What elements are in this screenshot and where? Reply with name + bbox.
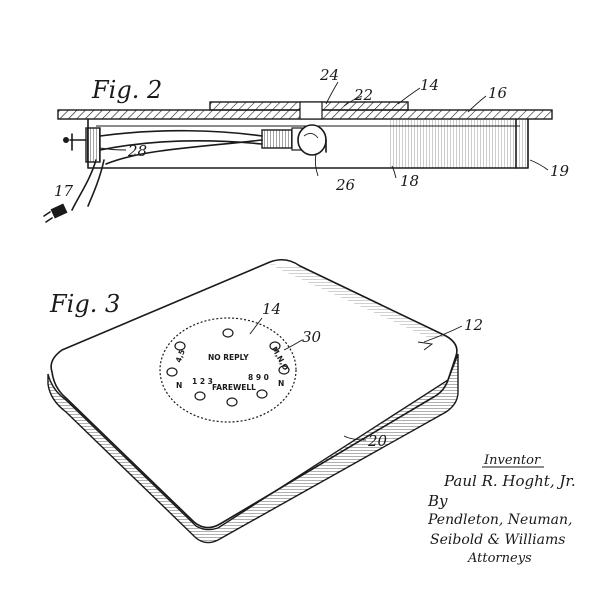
attorneys-label: Attorneys [467,551,532,566]
by-label: By [427,492,448,510]
fig2-ref-28: 28 [127,142,147,160]
lamp-wires [99,129,263,137]
attorney-firm-line-1: Pendleton, Neuman, [427,512,572,528]
attorney-firm-line-2: Seibold & Williams [430,532,565,548]
dial-holes [166,328,290,407]
end-wall-19 [390,120,528,168]
figure-2: Fig. 2 [43,66,570,223]
figure-3: Fig. 3 NO REPLY FAREWELL 4,5 M,N,O 1 2 3… [47,258,483,544]
fig2-ref-26: 26 [335,176,356,194]
inventor-name: Paul R. Hoght, Jr. [443,472,576,490]
lens-22 [299,101,323,120]
dial-farewell: FAREWELL [212,383,256,392]
fig2-ref-22: 22 [353,86,373,104]
dial-bottom-left: 1 2 3 [192,377,213,386]
switch-28 [85,127,101,163]
fig3-ref-12: 12 [464,316,483,334]
dial-left-digits: 4,5 [174,348,187,364]
fig3-label: Fig. 3 [49,290,120,318]
lamp-socket [261,129,293,149]
fig2-ref-19: 19 [550,162,570,180]
fig2-label: Fig. 2 [91,76,162,104]
fig2-ref-17: 17 [54,182,74,200]
power-cord-17 [71,159,97,211]
fig3-ref-14: 14 [262,300,281,318]
inventor-label: Inventor [483,453,541,468]
fig2-ref-18: 18 [400,172,419,190]
signature-block: Inventor Paul R. Hoght, Jr. By Pendleton… [427,453,576,566]
lamp-bulb-26 [297,124,327,156]
dial-left-n: N [176,381,182,390]
fig2-ref-14: 14 [420,76,439,94]
tray-top-12 [50,258,458,529]
dial-right-n: N [278,379,284,388]
fig2-ref-24: 24 [319,66,339,84]
fig3-ref-20: 20 [367,432,388,450]
tray-side-20 [47,353,459,544]
dial-bottom-right: 8 9 0 [248,373,269,382]
fig3-ref-30: 30 [302,328,322,346]
fig2-ref-16: 16 [488,84,508,102]
dial-no-reply: NO REPLY [208,353,249,362]
plug [50,203,68,219]
